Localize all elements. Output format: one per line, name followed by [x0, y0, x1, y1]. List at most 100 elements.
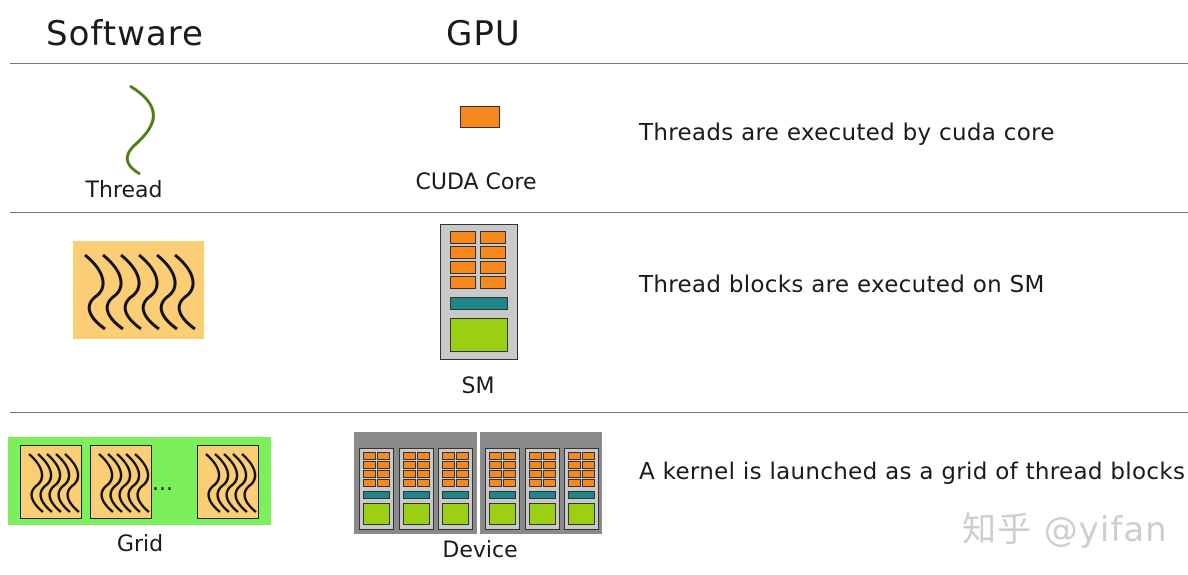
device-sm-core — [363, 470, 376, 478]
software-column-header: Software — [46, 14, 204, 54]
sm-icon — [440, 224, 518, 360]
row-1-description: Threads are executed by cuda core — [639, 120, 1055, 146]
device-sm — [485, 448, 520, 530]
device-sm-core — [377, 461, 390, 469]
row-2-description: Thread blocks are executed on SM — [639, 272, 1045, 298]
grid-ellipsis: ... — [152, 471, 173, 496]
device-sm-shared-memory — [363, 491, 390, 499]
device-sm-core — [529, 461, 542, 469]
gpu-column-header: GPU — [446, 14, 521, 54]
sm-label: SM — [461, 374, 495, 399]
sm-cuda-core — [480, 261, 506, 274]
device-sm-core — [582, 470, 595, 478]
device-sm-shared-memory — [568, 491, 595, 499]
device-sm-core — [568, 479, 581, 487]
device-sm-core — [377, 452, 390, 460]
grid-thread-block — [20, 445, 82, 519]
device-sm-core — [529, 452, 542, 460]
device-sm-core — [403, 479, 416, 487]
device-icon — [354, 432, 602, 534]
cuda-core-icon — [460, 106, 500, 128]
grid-threads-icon — [98, 453, 150, 513]
device-sm-core — [403, 470, 416, 478]
sm-cuda-core — [450, 231, 476, 244]
grid-thread-block — [90, 445, 152, 519]
device-sm-register-file — [529, 503, 556, 525]
grid-thread-block — [197, 445, 259, 519]
device-sm-core — [503, 452, 516, 460]
sm-shared-memory-bar — [450, 297, 508, 310]
device-sm-core — [417, 479, 430, 487]
device-sm-core — [417, 470, 430, 478]
device-sm — [399, 448, 434, 530]
device-sm-core — [568, 461, 581, 469]
device-sm-core — [377, 479, 390, 487]
device-sm-core — [543, 452, 556, 460]
device-sm-core — [417, 452, 430, 460]
device-sm-core — [503, 461, 516, 469]
thread-label: Thread — [85, 178, 163, 203]
sm-cuda-core — [450, 246, 476, 259]
device-sm-core — [568, 470, 581, 478]
header-divider — [10, 63, 1188, 64]
device-sm-shared-memory — [489, 491, 516, 499]
sm-cuda-core — [480, 246, 506, 259]
device-sm-core — [543, 461, 556, 469]
device-label: Device — [442, 538, 518, 563]
device-sm-core — [442, 479, 455, 487]
device-sm-core — [582, 452, 595, 460]
device-sm-core — [456, 470, 469, 478]
device-sm-register-file — [442, 503, 469, 525]
device-sm-core — [568, 452, 581, 460]
device-sm-core — [503, 479, 516, 487]
device-sm-core — [543, 479, 556, 487]
device-sm — [525, 448, 560, 530]
device-sm-core — [363, 461, 376, 469]
device-sm-core — [417, 461, 430, 469]
grid-icon: ... — [8, 437, 271, 525]
device-sm-core — [403, 461, 416, 469]
device-sm-register-file — [489, 503, 516, 525]
device-sm-shared-memory — [403, 491, 430, 499]
device-sm-core — [456, 479, 469, 487]
device-sm-core — [363, 479, 376, 487]
device-sm-core — [363, 452, 376, 460]
thread-block-icon — [73, 241, 204, 339]
device-sm-core — [403, 452, 416, 460]
device-divider — [477, 432, 480, 534]
device-sm — [564, 448, 599, 530]
device-sm-core — [543, 470, 556, 478]
device-sm-core — [529, 479, 542, 487]
row-divider-1 — [10, 212, 1188, 213]
grid-label: Grid — [116, 532, 164, 557]
cuda-core-label: CUDA Core — [415, 170, 537, 195]
device-sm-core — [503, 470, 516, 478]
device-sm — [359, 448, 394, 530]
device-sm-core — [456, 461, 469, 469]
row-3-description: A kernel is launched as a grid of thread… — [639, 459, 1186, 485]
sm-cuda-core — [450, 261, 476, 274]
device-sm-core — [582, 461, 595, 469]
device-sm-core — [489, 452, 502, 460]
sm-cuda-core — [480, 231, 506, 244]
grid-threads-icon — [28, 453, 80, 513]
sm-register-file — [450, 318, 508, 352]
grid-threads-icon — [205, 453, 257, 513]
device-sm-core — [442, 452, 455, 460]
row-divider-2 — [10, 412, 1188, 413]
device-sm-register-file — [363, 503, 390, 525]
watermark: 知乎 @yifan — [962, 510, 1168, 550]
device-sm-core — [377, 470, 390, 478]
device-sm — [438, 448, 473, 530]
thread-icon — [125, 84, 155, 176]
device-sm-core — [456, 452, 469, 460]
device-sm-register-file — [568, 503, 595, 525]
device-sm-core — [442, 470, 455, 478]
sm-cuda-core — [480, 276, 506, 289]
device-sm-core — [489, 461, 502, 469]
device-sm-core — [442, 461, 455, 469]
device-sm-core — [529, 470, 542, 478]
device-sm-shared-memory — [529, 491, 556, 499]
device-sm-shared-memory — [442, 491, 469, 499]
device-sm-core — [489, 479, 502, 487]
